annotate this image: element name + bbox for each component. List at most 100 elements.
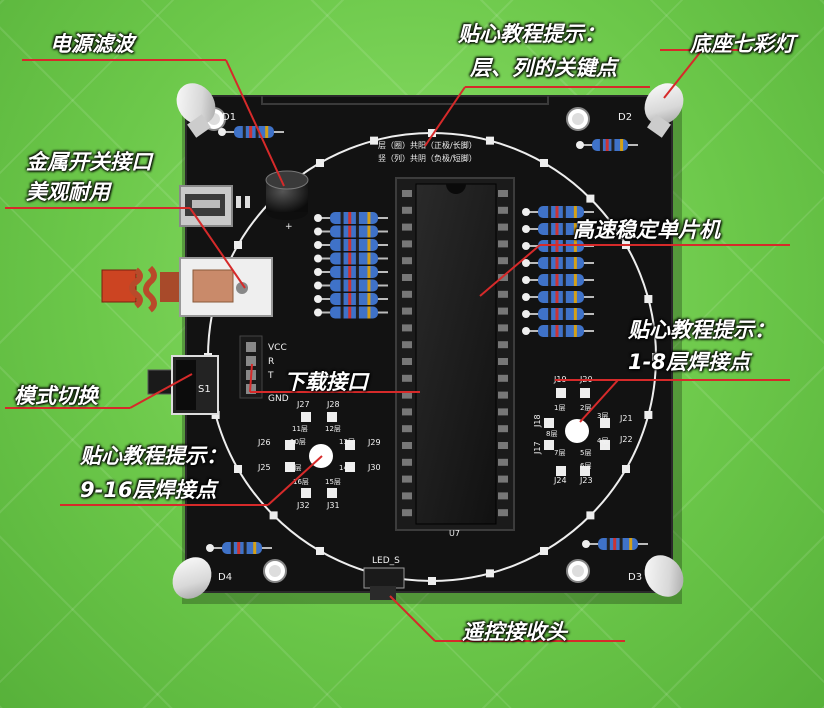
socket-pin (402, 442, 412, 449)
l4-label: 4层 (597, 437, 608, 445)
solder-pad (600, 440, 610, 450)
led-d2-icon (644, 83, 684, 138)
socket-pin (402, 408, 412, 416)
solder-pad (327, 412, 337, 422)
solder-pad (600, 418, 610, 428)
socket-pin (498, 290, 508, 298)
callout-power-filter: 电源滤波 (50, 32, 134, 56)
callout-tip-9-16-line2: 9-16层焊接点 (80, 478, 217, 502)
ring-pad (316, 546, 324, 555)
j29-label: J29 (367, 438, 381, 447)
resistor-left-3 (314, 239, 388, 251)
ring-pad (621, 465, 630, 473)
j26-label: J26 (257, 438, 271, 447)
j32-label: J32 (296, 501, 310, 510)
socket-pin (402, 492, 412, 500)
resistor-left-2 (314, 225, 388, 238)
socket-pin (498, 240, 508, 248)
d3-label: D3 (628, 572, 642, 583)
socket-pin (498, 324, 508, 332)
vcc-label: VCC (268, 343, 287, 353)
resistor-d3 (582, 538, 648, 550)
led-d1-icon (176, 83, 216, 138)
mode-switch-component: S1 (147, 355, 219, 415)
j24-label: J24 (553, 476, 567, 485)
resistor-right-2 (522, 223, 594, 235)
l11-label: 11层 (292, 425, 308, 433)
j21-label: J21 (619, 414, 633, 423)
socket-pin (498, 358, 508, 365)
l5-label: 5层 (580, 449, 591, 457)
callout-metal-switch-line2: 美观耐用 (26, 180, 110, 204)
resistor-right-7 (522, 308, 594, 320)
l9-label: 9层 (290, 464, 301, 472)
j23-label: J23 (579, 476, 593, 485)
l1-label: 1层 (554, 404, 565, 412)
solder-pad (285, 440, 295, 450)
l6-label: 6层 (580, 462, 591, 470)
solder-pad (580, 388, 590, 398)
socket-pin (402, 324, 412, 332)
j28-label: J28 (326, 400, 340, 409)
resistor-left-7 (314, 293, 388, 305)
corner-resistors (206, 126, 648, 554)
ring-pad (234, 465, 243, 473)
l2-label: 2层 (580, 404, 591, 412)
ring-pad (644, 295, 653, 304)
socket-pin (402, 509, 412, 517)
ring-pad (540, 159, 548, 168)
led-d3-icon (644, 555, 684, 597)
ring-pad (485, 569, 494, 578)
socket-pin (402, 240, 412, 248)
mcu-chip: U7 (395, 177, 515, 538)
resistor-d4 (206, 542, 272, 554)
socket-pin (498, 341, 508, 349)
solder-pad (544, 418, 554, 428)
resistor-left-6 (314, 279, 388, 292)
socket-pin (402, 190, 412, 197)
ring-pad (316, 159, 324, 168)
socket-pin (498, 190, 508, 197)
board-top-edge (261, 96, 549, 105)
socket-pin (402, 391, 412, 399)
socket-pin (498, 206, 508, 214)
socket-pin (402, 425, 412, 433)
s1-label: S1 (198, 384, 211, 395)
power-switch (101, 257, 273, 317)
socket-pin (402, 206, 412, 214)
callout-tip-line-col-1: 贴心教程提示： (458, 22, 605, 46)
solder-pad (580, 466, 590, 476)
socket-pin (402, 374, 412, 382)
j17-label: J17 (533, 441, 542, 455)
solder-pad (301, 412, 311, 422)
solder-pad (345, 462, 355, 472)
solder-pad (327, 488, 337, 498)
legend-line-2: 竖（列）共阴（负极/短脚） (378, 153, 477, 163)
socket-pin (402, 458, 412, 466)
u7-label: U7 (449, 529, 460, 538)
j25-label: J25 (257, 463, 271, 472)
socket-pin (498, 374, 508, 382)
resistor-left-8 (314, 306, 388, 319)
l12-label: 12层 (325, 425, 341, 433)
d1-label: D1 (222, 112, 236, 123)
socket-pin (498, 391, 508, 399)
callout-tip-9-16-line1: 贴心教程提示： (80, 444, 227, 468)
callout-tip-line-col-2: 层、列的关键点 (470, 56, 617, 80)
resistor-left-5 (314, 266, 388, 278)
ring-pad (234, 241, 243, 249)
resistor-right-5 (522, 274, 594, 286)
callout-download: 下载接口 (284, 370, 368, 394)
callout-ir-receiver: 遥控接收头 (462, 620, 567, 644)
socket-pin (498, 442, 508, 449)
left-resistor-bank (314, 212, 388, 319)
l16-label: 16层 (293, 478, 309, 486)
callout-mcu: 高速稳定单片机 (573, 218, 720, 242)
socket-pin (402, 358, 412, 365)
j22-label: J22 (619, 435, 633, 444)
solder-pad (556, 388, 566, 398)
callout-tip-1-8-line1: 贴心教程提示： (628, 318, 775, 342)
socket-pin (402, 257, 412, 265)
l14-label: 14层 (339, 464, 355, 472)
